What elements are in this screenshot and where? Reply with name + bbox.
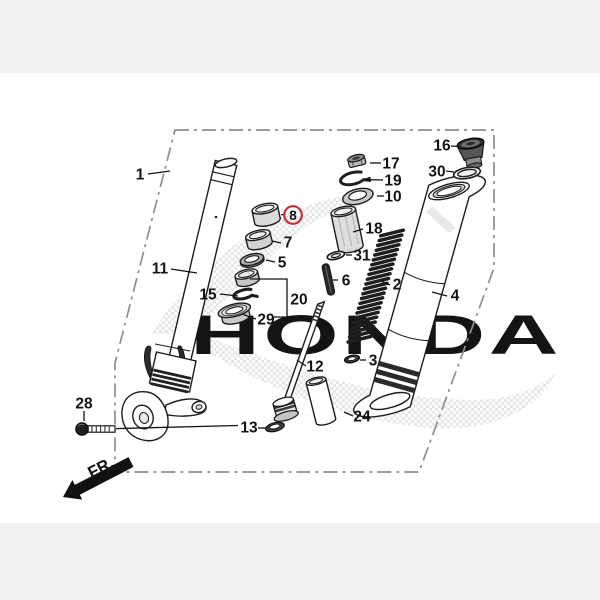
part-17-nut bbox=[347, 153, 367, 169]
callout-19[interactable]: 19 bbox=[384, 173, 402, 190]
callout-15[interactable]: 15 bbox=[199, 287, 217, 304]
callout-7[interactable]: 7 bbox=[284, 235, 293, 252]
callout-16[interactable]: 16 bbox=[433, 138, 451, 155]
brake-hose-clamp-left bbox=[143, 345, 155, 379]
callout-28[interactable]: 28 bbox=[75, 396, 93, 413]
part-3-oring bbox=[343, 354, 361, 364]
callout-12[interactable]: 12 bbox=[306, 359, 323, 376]
part-12-damper-rod bbox=[272, 300, 326, 422]
part-24-collar bbox=[305, 376, 337, 426]
callout-30[interactable]: 30 bbox=[428, 164, 445, 181]
part-15-stopper-ring bbox=[232, 287, 259, 301]
callout-5[interactable]: 5 bbox=[278, 255, 287, 272]
callout-8-highlighted[interactable]: 8 bbox=[289, 208, 297, 223]
fork-bottom-case bbox=[121, 343, 207, 442]
part-29-oil-seal bbox=[217, 302, 252, 325]
part-18-collar bbox=[330, 205, 364, 254]
fr-arrow bbox=[63, 457, 134, 500]
part-6-rod bbox=[321, 263, 336, 296]
leader-lines bbox=[83, 145, 460, 429]
part-30-oring bbox=[452, 166, 482, 180]
top-margin-band bbox=[0, 0, 600, 73]
callout-20[interactable]: 20 bbox=[290, 292, 307, 309]
part-11-fork-tube bbox=[161, 157, 238, 392]
callout-10[interactable]: 10 bbox=[384, 189, 401, 206]
part-10-seal-ring bbox=[342, 187, 374, 206]
callout-17[interactable]: 17 bbox=[382, 156, 399, 173]
highlight-circle-part-8[interactable] bbox=[283, 205, 303, 225]
tube-highlight bbox=[426, 206, 456, 233]
callout-6[interactable]: 6 bbox=[342, 273, 351, 290]
callout-1[interactable]: 1 bbox=[136, 167, 145, 184]
leader-arrowhead-19 bbox=[363, 176, 371, 183]
callout-11[interactable]: 11 bbox=[152, 261, 169, 278]
bottom-margin-band bbox=[0, 523, 600, 600]
callout-31[interactable]: 31 bbox=[353, 248, 371, 265]
part-8-guide-bushing bbox=[251, 202, 281, 227]
callout-4[interactable]: 4 bbox=[451, 288, 460, 305]
backup-ring bbox=[234, 268, 260, 288]
callout-2[interactable]: 2 bbox=[393, 277, 402, 294]
part-4-outer-tube bbox=[353, 174, 486, 418]
honda-swoosh-watermark bbox=[185, 332, 556, 429]
part-5-ring bbox=[239, 252, 265, 268]
callout-13[interactable]: 13 bbox=[240, 420, 258, 437]
part-2-fork-spring bbox=[346, 228, 406, 344]
assembly-boundary-dashed bbox=[114, 129, 495, 473]
part-31-washer bbox=[326, 250, 346, 261]
callout-18[interactable]: 18 bbox=[365, 221, 383, 238]
callout-29[interactable]: 29 bbox=[257, 312, 275, 329]
callout-3[interactable]: 3 bbox=[369, 353, 378, 370]
part-13-oring bbox=[265, 421, 285, 433]
callout-24[interactable]: 24 bbox=[353, 409, 371, 426]
part-16-fork-bolt bbox=[456, 137, 485, 170]
part-28-bolt bbox=[75, 422, 239, 436]
